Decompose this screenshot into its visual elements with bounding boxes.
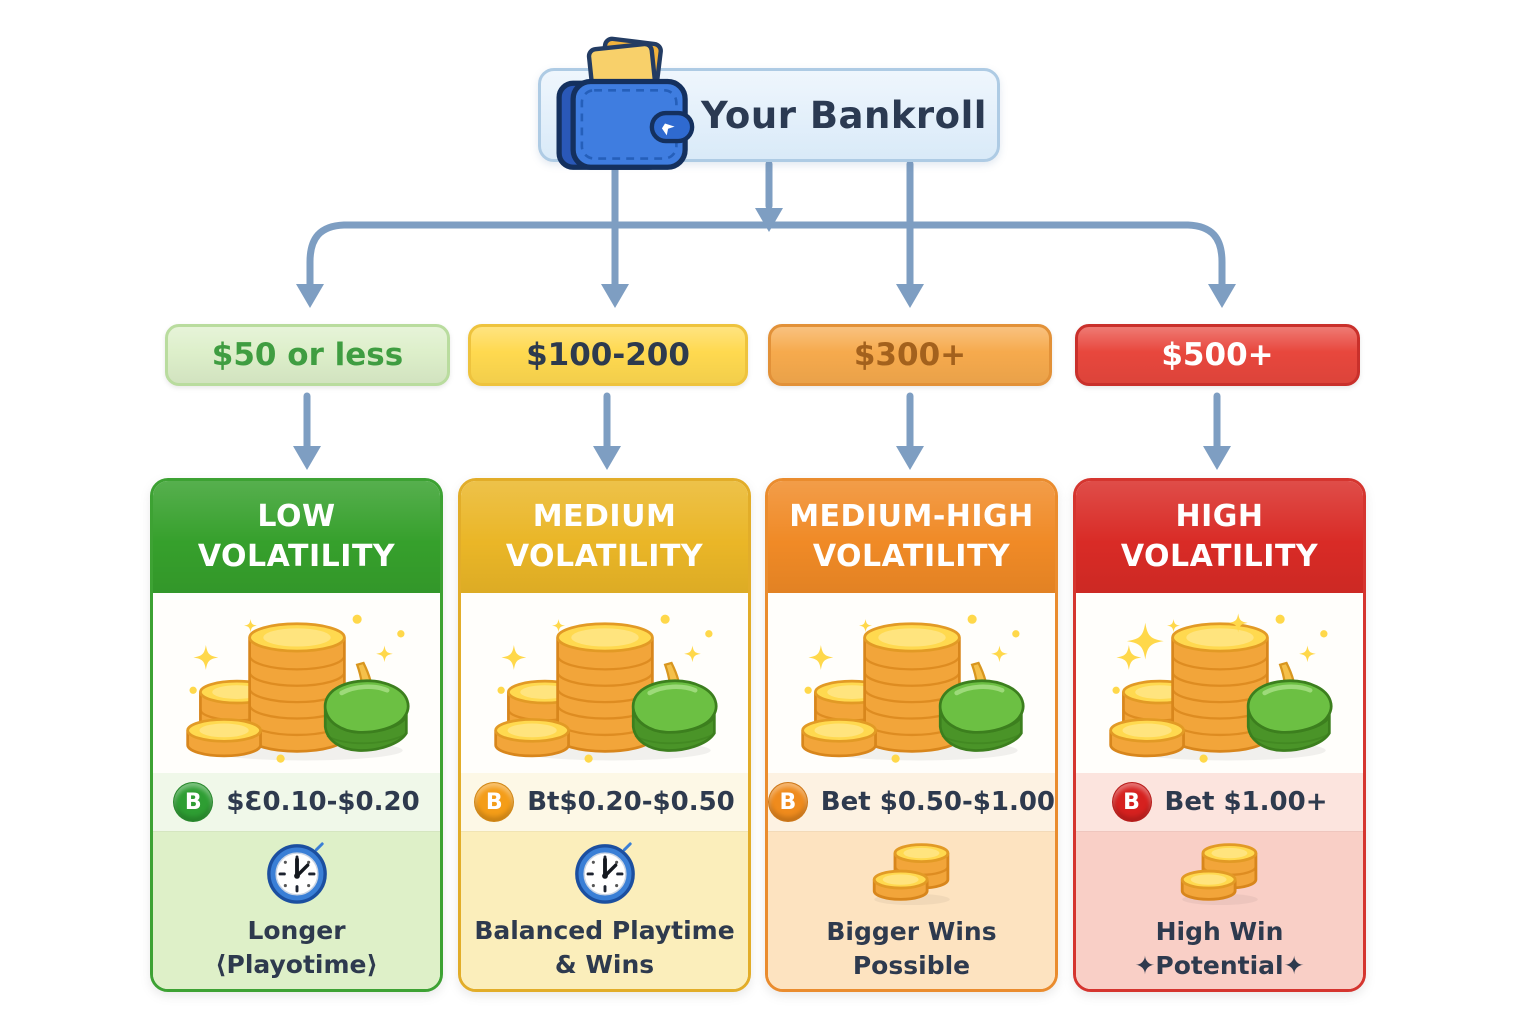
desc-line2: & Wins xyxy=(554,950,655,979)
desc-line2: ✦Potential✦ xyxy=(1134,951,1305,980)
tier-pill-50-or-less: $50 or less xyxy=(165,324,450,386)
desc-line2: ⟨Playotime⟩ xyxy=(215,950,378,979)
card-header: HIGH VOLATILITY xyxy=(1076,481,1363,593)
card-description: Balanced Playtime & Wins xyxy=(474,914,734,982)
volatility-title-line1: HIGH xyxy=(1175,498,1264,534)
card-description: Longer ⟨Playotime⟩ xyxy=(215,914,378,982)
card-description: Bigger Wins Possible xyxy=(826,915,996,983)
desc-line1: Balanced Playtime xyxy=(474,916,735,946)
bet-row: B $Ɛ0.10-$0.20 xyxy=(153,773,440,831)
clock-icon xyxy=(264,839,330,905)
bet-label: Bt$0.20-$0.50 xyxy=(527,787,735,817)
bet-badge: B xyxy=(474,782,515,822)
bet-label: Bet $1.00+ xyxy=(1164,787,1328,817)
tier-pill-500-plus: $500+ xyxy=(1075,324,1360,386)
clock-icon xyxy=(572,839,638,905)
tier-label: $100-200 xyxy=(526,337,690,373)
tier-label: $300+ xyxy=(853,337,967,373)
volatility-title-line2: VOLATILITY xyxy=(505,539,704,574)
desc-line1: Longer xyxy=(247,916,346,946)
desc-line1: Bigger Wins xyxy=(826,917,997,947)
bet-row: B Bet $0.50-$1.00 xyxy=(768,773,1055,831)
bet-row: B Bet $1.00+ xyxy=(1076,773,1363,831)
tier-pill-300-plus: $300+ xyxy=(768,324,1052,386)
coins-chip-illustration xyxy=(768,593,1055,773)
card-footer: Longer ⟨Playotime⟩ xyxy=(153,831,440,989)
card-footer: High Win ✦Potential✦ xyxy=(1076,831,1363,989)
tier-label: $500+ xyxy=(1161,337,1274,373)
card-description: High Win ✦Potential✦ xyxy=(1134,915,1304,983)
card-footer: Bigger Wins Possible xyxy=(768,831,1055,989)
desc-line1: High Win xyxy=(1155,917,1284,947)
bet-label: Bet $0.50-$1.00 xyxy=(820,787,1055,817)
card-header: LOW VOLATILITY xyxy=(153,481,440,593)
tier-pill-100-200: $100-200 xyxy=(468,324,748,386)
desc-line2: Possible xyxy=(852,951,971,980)
card-low-volatility: LOW VOLATILITY B $Ɛ0.10-$0.20 Longer ⟨Pl… xyxy=(150,478,443,992)
tier-label: $50 or less xyxy=(211,337,404,373)
coins-chip-illustration xyxy=(1076,593,1363,773)
bet-row: B Bt$0.20-$0.50 xyxy=(461,773,748,831)
volatility-title-line1: LOW xyxy=(257,498,336,534)
coin-stack-icon xyxy=(866,838,958,906)
volatility-title-line2: VOLATILITY xyxy=(197,539,396,574)
card-header: MEDIUM VOLATILITY xyxy=(461,481,748,593)
coins-chip-illustration xyxy=(461,593,748,773)
bet-badge: B xyxy=(768,782,808,822)
volatility-title-line2: VOLATILITY xyxy=(1120,539,1319,574)
card-medium-high-volatility: MEDIUM-HIGH VOLATILITY B Bet $0.50-$1.00… xyxy=(765,478,1058,992)
bet-badge: B xyxy=(1111,782,1152,822)
bankroll-title: Your Bankroll xyxy=(701,93,987,137)
coin-stack-icon xyxy=(1174,838,1266,906)
card-medium-volatility: MEDIUM VOLATILITY B Bt$0.20-$0.50 Balanc… xyxy=(458,478,751,992)
card-footer: Balanced Playtime & Wins xyxy=(461,831,748,989)
volatility-title-line2: VOLATILITY xyxy=(812,539,1011,574)
wallet-icon xyxy=(546,36,700,176)
card-header: MEDIUM-HIGH VOLATILITY xyxy=(768,481,1055,593)
coins-chip-illustration xyxy=(153,593,440,773)
card-high-volatility: HIGH VOLATILITY B Bet $1.00+ High Win ✦P… xyxy=(1073,478,1366,992)
bet-badge: B xyxy=(173,782,214,822)
volatility-title-line1: MEDIUM xyxy=(532,498,677,534)
volatility-title-line1: MEDIUM-HIGH xyxy=(789,498,1034,534)
bet-label: $Ɛ0.10-$0.20 xyxy=(226,787,420,817)
